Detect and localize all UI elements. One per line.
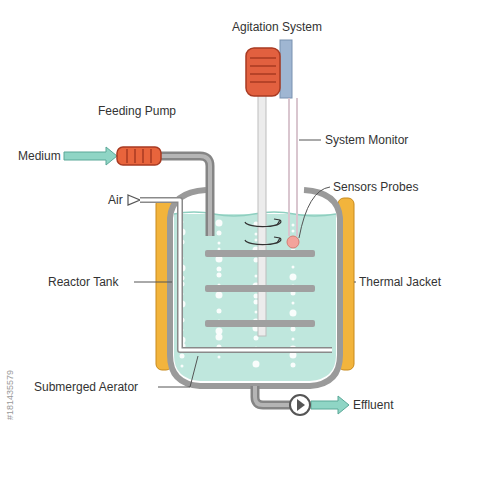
agitator-shaft [258, 94, 266, 336]
impeller-blade [205, 285, 315, 292]
part-label: Reactor Tank [48, 275, 118, 289]
bubble [292, 266, 295, 269]
outlet-pipe [255, 386, 290, 405]
part-label: Submerged Aerator [34, 380, 138, 394]
part-label: Feeding Pump [98, 104, 176, 118]
effluent-arrow [311, 396, 349, 414]
sensor-bulb [287, 236, 299, 248]
impeller-blade [205, 250, 315, 257]
part-label: System Monitor [325, 133, 408, 147]
rotation-arrows [245, 219, 281, 245]
bubble [290, 274, 297, 281]
bubble [292, 338, 295, 341]
bubble [255, 275, 258, 278]
part-label: Effluent [353, 398, 393, 412]
outlet-pipe-inner [255, 386, 290, 405]
effluent-pump [290, 395, 310, 415]
bubble [216, 220, 223, 227]
air-pipe-inner [140, 200, 332, 350]
bubble [217, 273, 222, 278]
bubble [255, 233, 258, 236]
bubble [216, 328, 223, 335]
bubble [216, 292, 223, 299]
culture-medium [174, 214, 336, 381]
bubble [292, 230, 295, 233]
reactor-wall [170, 190, 340, 386]
bubble [217, 231, 222, 236]
feed-pipe [160, 156, 210, 236]
pump-stripes [127, 149, 151, 163]
feed-pipe-inner [160, 156, 210, 236]
leader-lines [134, 140, 356, 387]
bubble [253, 361, 260, 368]
bubble [292, 302, 295, 305]
part-label: Thermal Jacket [359, 275, 441, 289]
bubble [217, 309, 222, 314]
motor-fins [250, 58, 276, 82]
monitor-plate [280, 40, 292, 98]
bubble [290, 310, 297, 317]
part-label: Sensors Probes [333, 180, 418, 194]
agitator-motor [246, 48, 280, 96]
bubble [292, 224, 295, 227]
part-label: Air [108, 193, 123, 207]
air-arrow [128, 195, 140, 205]
liquid-surface [174, 212, 336, 216]
bubble [255, 239, 258, 242]
bubble [291, 327, 296, 332]
feeding-pump [117, 147, 161, 165]
bubble [217, 267, 222, 272]
part-label: Medium [18, 149, 61, 163]
bubble [255, 311, 258, 314]
sensor-probe [288, 98, 290, 236]
impeller-blade [205, 320, 315, 327]
bubble [180, 354, 185, 359]
pump-symbol [297, 399, 305, 411]
air-pipe [140, 200, 332, 350]
bubble [181, 365, 184, 368]
bubble [216, 334, 223, 341]
bubble [218, 242, 221, 245]
part-label: Agitation System [232, 20, 322, 34]
bubble [291, 363, 296, 368]
bubble [218, 356, 221, 359]
medium-arrow [64, 147, 117, 165]
bubbles [179, 220, 297, 368]
watermark: #181435579 [3, 370, 17, 420]
sensor-probe [296, 98, 298, 236]
